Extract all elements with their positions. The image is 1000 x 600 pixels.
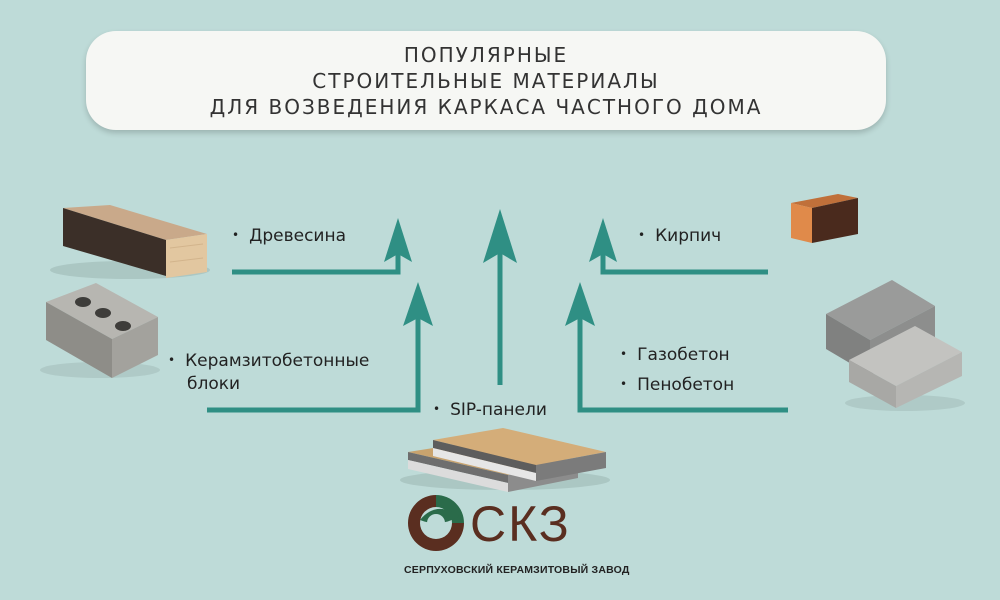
label-brick-text: Кирпич <box>655 226 722 246</box>
label-gazobeton-text: Газобетон <box>637 345 730 365</box>
arrowhead-brick <box>589 218 617 262</box>
label-keramzit-text-1: Керамзитобетонные <box>185 351 370 371</box>
brick-image <box>791 194 858 243</box>
gazobeton-blocks-image <box>826 280 965 411</box>
label-keramzit-line2: блоки <box>187 374 241 394</box>
label-gazobeton: • Газобетон <box>620 342 730 370</box>
arrowheads <box>384 209 617 326</box>
arrowhead-wood <box>384 218 412 262</box>
arrowhead-sip <box>483 209 517 263</box>
label-keramzit: • Керамзитобетонные <box>168 348 369 376</box>
logo-emblem <box>408 495 464 551</box>
wood-beam-image <box>50 205 210 279</box>
title-line-2: СТРОИТЕЛЬНЫЕ МАТЕРИАЛЫ <box>312 68 660 93</box>
arrow-keramzit-line <box>207 310 421 413</box>
label-brick: • Кирпич <box>638 223 721 251</box>
arrowhead-keramzit <box>403 282 433 326</box>
label-wood-text: Древесина <box>249 226 347 246</box>
label-penobeton-text: Пенобетон <box>637 375 735 395</box>
arrow-gazobeton-line <box>577 310 788 413</box>
bullet-icon: • <box>433 402 441 416</box>
bullet-icon: • <box>232 228 240 242</box>
bullet-icon: • <box>620 377 628 391</box>
title-panel: ПОПУЛЯРНЫЕ СТРОИТЕЛЬНЫЕ МАТЕРИАЛЫ ДЛЯ ВО… <box>86 31 886 130</box>
title-line-3: ДЛЯ ВОЗВЕДЕНИЯ КАРКАСА ЧАСТНОГО ДОМА <box>209 94 763 119</box>
arrowhead-gazobeton <box>565 282 595 326</box>
logo-leaf-icon <box>408 495 464 551</box>
company-name: СЕРПУХОВСКИЙ КЕРАМЗИТОВЫЙ ЗАВОД <box>404 564 630 576</box>
label-wood: • Древесина <box>232 223 346 251</box>
label-penobeton: • Пенобетон <box>620 372 734 400</box>
title-line-1: ПОПУЛЯРНЫЕ <box>403 42 569 67</box>
bullet-icon: • <box>620 347 628 361</box>
bullet-icon: • <box>638 228 646 242</box>
logo-text: СКЗ <box>470 496 571 552</box>
keramzit-block-image <box>40 283 160 378</box>
sip-panels-image <box>400 428 610 492</box>
label-sip-text: SIP-панели <box>450 400 547 420</box>
label-sip: • SIP-панели <box>433 397 547 425</box>
bullet-icon: • <box>168 353 176 367</box>
